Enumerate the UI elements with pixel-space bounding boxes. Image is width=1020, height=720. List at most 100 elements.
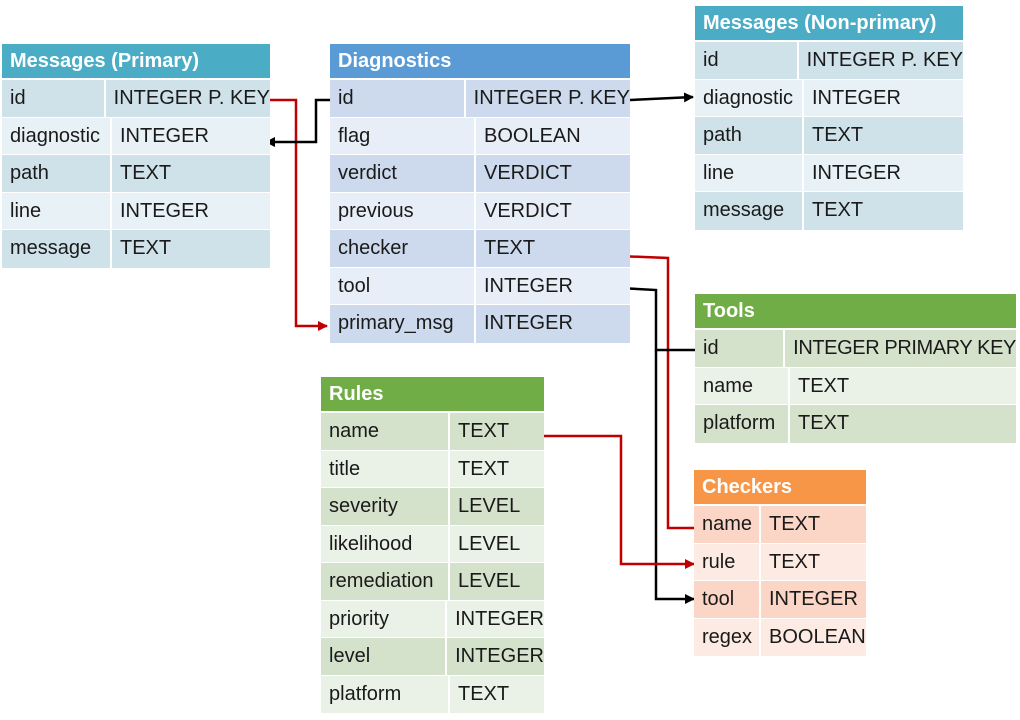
field-name: name [321, 413, 450, 450]
table-row: id INTEGER P. KEY [695, 42, 963, 80]
field-type: TEXT [458, 420, 510, 442]
field-name: name [695, 367, 790, 404]
field-name: diagnostic [2, 117, 112, 154]
field-type: INTEGER P. KEY [113, 87, 270, 109]
table-row: severity LEVEL [321, 488, 544, 526]
field-type: VERDICT [484, 162, 572, 184]
field-type: INTEGER PRIMARY KEY [793, 337, 1016, 359]
field-type: TEXT [120, 162, 172, 184]
table-row: path TEXT [2, 155, 270, 193]
link-checker-tool [654, 350, 695, 604]
table-title: Diagnostics [330, 44, 630, 80]
table-title: Tools [695, 294, 1016, 330]
field-type: TEXT [812, 124, 864, 146]
table-row: tool INTEGER [694, 581, 866, 619]
table-row: primary_msg INTEGER [330, 305, 630, 343]
field-name: tool [694, 581, 761, 618]
table-messages-primary: Messages (Primary) id INTEGER P. KEY diag… [2, 44, 270, 268]
field-name: id [695, 42, 799, 79]
table-row: diagnostic INTEGER [2, 117, 270, 155]
field-name: message [695, 192, 804, 230]
table-row: regex BOOLEAN [694, 618, 866, 656]
field-name: likelihood [321, 525, 450, 562]
field-name: id [2, 80, 106, 117]
table-title: Messages (Primary) [2, 44, 270, 80]
field-type: TEXT [484, 237, 536, 259]
table-row: priority INTEGER [321, 600, 544, 638]
table-row: level INTEGER [321, 638, 544, 676]
field-name: line [695, 154, 804, 191]
table-row: platform TEXT [321, 675, 544, 713]
link-tool [618, 283, 697, 352]
field-name: level [321, 638, 448, 675]
table-title: Rules [321, 377, 544, 413]
link-diagnostic-nonprimary [629, 92, 694, 103]
table-title: Checkers [694, 470, 866, 506]
field-name: flag [330, 117, 476, 154]
field-name: tool [330, 267, 476, 304]
field-type: VERDICT [484, 199, 572, 222]
field-type: TEXT [812, 199, 864, 221]
field-name: id [330, 80, 466, 117]
field-type: INTEGER [484, 312, 573, 334]
field-name: path [2, 155, 112, 192]
field-type: INTEGER P. KEY [473, 87, 630, 109]
field-type: INTEGER P. KEY [806, 49, 963, 71]
field-name: path [695, 117, 804, 154]
table-diagnostics: Diagnostics id INTEGER P. KEY flag BOOLEAN… [330, 44, 630, 343]
table-row: id INTEGER P. KEY [330, 80, 630, 118]
field-type: TEXT [458, 682, 510, 705]
field-type: INTEGER [812, 86, 901, 109]
table-row: flag BOOLEAN [330, 117, 630, 155]
field-type: LEVEL [458, 570, 521, 592]
field-name: regex [694, 618, 761, 656]
field-type: INTEGER [120, 199, 209, 222]
table-row: name TEXT [695, 367, 1016, 405]
table-row: name TEXT [321, 413, 544, 451]
field-name: message [2, 230, 112, 268]
table-row: path TEXT [695, 117, 963, 155]
table-row: platform TEXT [695, 405, 1016, 443]
field-type: TEXT [458, 457, 510, 480]
field-type: TEXT [798, 374, 850, 397]
field-name: remediation [321, 563, 450, 600]
field-name: id [695, 330, 786, 367]
field-name: previous [330, 192, 476, 229]
field-type: INTEGER [455, 645, 544, 667]
field-type: INTEGER [484, 274, 573, 297]
field-type: TEXT [798, 412, 850, 434]
table-row: remediation LEVEL [321, 563, 544, 601]
field-name: verdict [330, 155, 476, 192]
field-type: INTEGER [455, 607, 544, 630]
field-type: INTEGER [120, 124, 209, 147]
field-type: INTEGER [769, 588, 858, 610]
link-rule [544, 434, 695, 569]
table-row: line INTEGER [2, 192, 270, 230]
field-name: primary_msg [330, 305, 476, 343]
field-name: priority [321, 600, 448, 637]
field-type: BOOLEAN [769, 625, 866, 648]
table-row: tool INTEGER [330, 267, 630, 305]
table-title: Messages (Non-primary) [695, 6, 963, 42]
field-type: LEVEL [458, 495, 521, 517]
field-name: rule [694, 543, 761, 580]
field-name: checker [330, 230, 476, 267]
field-name: line [2, 192, 112, 229]
field-type: INTEGER [812, 161, 901, 184]
field-name: platform [321, 675, 450, 713]
field-name: platform [695, 405, 790, 443]
field-type: BOOLEAN [484, 124, 581, 147]
table-row: verdict VERDICT [330, 155, 630, 193]
field-name: severity [321, 488, 450, 525]
table-row: id INTEGER P. KEY [2, 80, 270, 118]
table-row: line INTEGER [695, 154, 963, 192]
